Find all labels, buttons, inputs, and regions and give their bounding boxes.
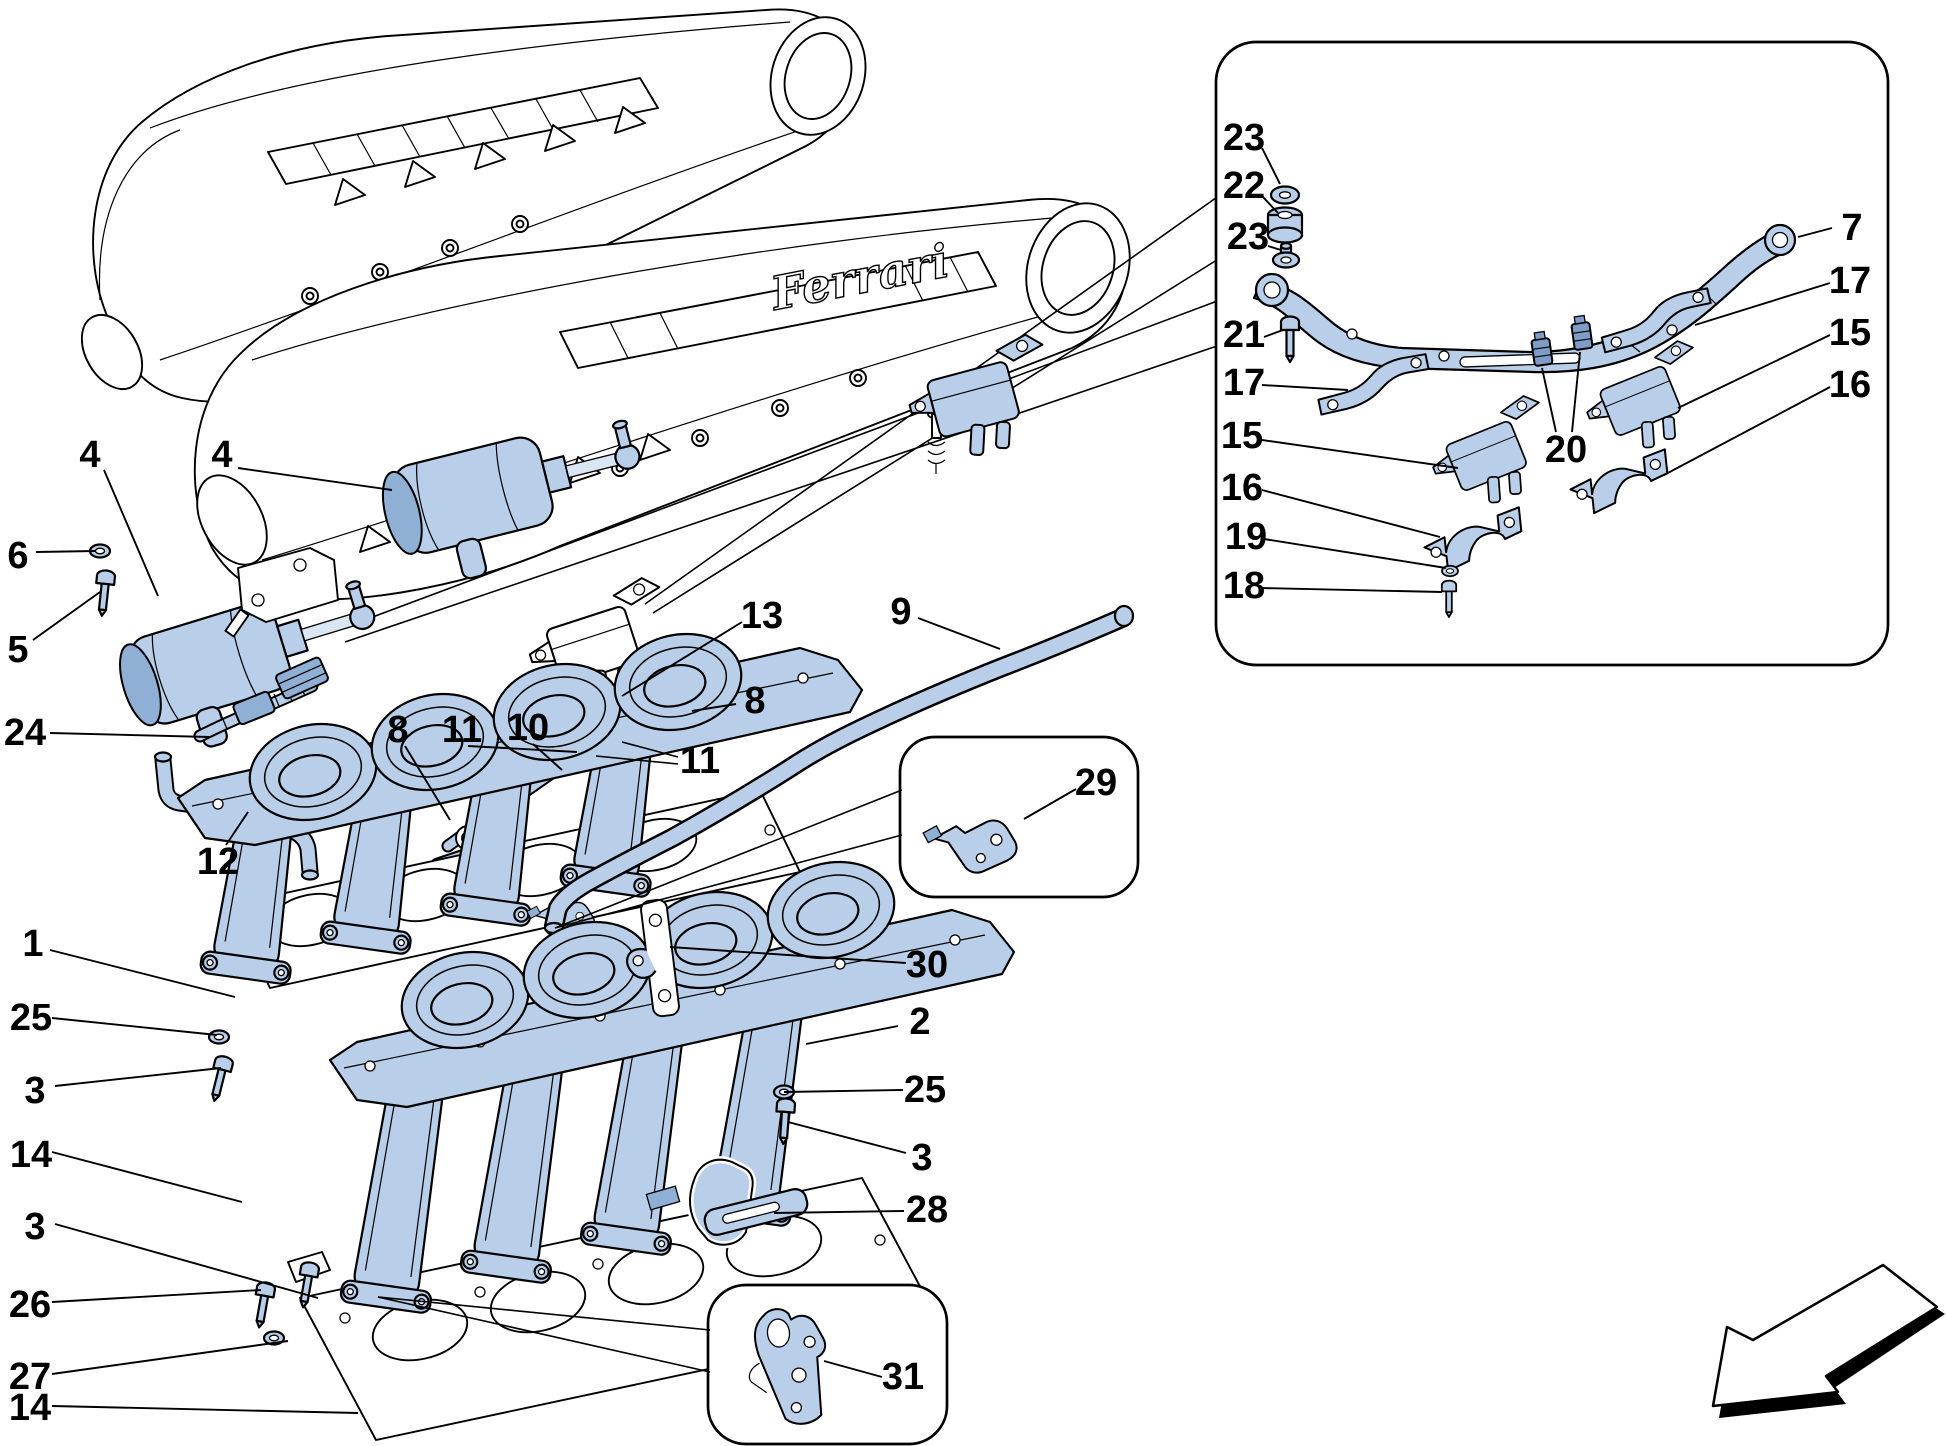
callout-20: 20 (1545, 429, 1587, 471)
part-3-bolt-upper (204, 1053, 236, 1105)
part-26-bolt (249, 1279, 277, 1331)
callout-31: 31 (882, 1356, 924, 1398)
mounting-bracket-white (224, 547, 339, 638)
callout-2: 2 (909, 1001, 930, 1043)
callout-29: 29 (1075, 762, 1117, 804)
part-30-bracket (626, 898, 680, 1018)
callout-8-b: 8 (744, 680, 765, 722)
callout-11-b: 11 (680, 740, 720, 782)
callout-26: 26 (9, 1284, 51, 1326)
callout-3-c: 3 (911, 1137, 932, 1179)
part-22-grommet (1266, 206, 1304, 244)
plenum-cover-left (80, 8, 867, 403)
callout-24: 24 (4, 712, 46, 754)
callout-15-l: 15 (1221, 415, 1263, 457)
callout-9: 9 (890, 591, 911, 633)
callout-13: 13 (741, 595, 783, 637)
part-3-bolt-clamp (287, 1251, 331, 1311)
callout-23-a: 23 (1223, 117, 1265, 159)
callout-10: 10 (507, 707, 549, 749)
callout-28: 28 (906, 1189, 948, 1231)
callout-16-l: 16 (1221, 467, 1263, 509)
part-7-strap-bracket (1252, 223, 1797, 374)
inset-box-29 (898, 735, 1140, 899)
callout-21: 21 (1223, 314, 1265, 356)
callout-14-b: 14 (9, 1387, 51, 1429)
callout-4-b: 4 (211, 434, 232, 476)
callout-6: 6 (7, 535, 28, 577)
direction-arrow-icon (1711, 1263, 1945, 1418)
callout-18: 18 (1223, 565, 1265, 607)
callout-19: 19 (1225, 516, 1267, 558)
inset-box-brackets (1214, 40, 1890, 667)
wedge-callout-lines (377, 741, 903, 1373)
inset-box-31 (706, 1283, 949, 1446)
callout-30: 30 (906, 944, 948, 986)
callout-14-a: 14 (10, 1134, 52, 1176)
callout-5: 5 (7, 629, 28, 671)
callout-25-b: 25 (904, 1069, 946, 1111)
callout-3-a: 3 (24, 1070, 45, 1112)
callout-8-a: 8 (387, 709, 408, 751)
callout-17-l: 17 (1223, 362, 1265, 404)
part-24-harness (193, 656, 329, 743)
callout-17-r: 17 (1829, 260, 1871, 302)
callout-11-a: 11 (442, 709, 482, 751)
part-23-washer-bottom (1271, 242, 1301, 269)
part-5-bolt (91, 568, 117, 618)
part-28-bracket (645, 1156, 809, 1249)
part-14-gasket-lower (299, 1177, 939, 1441)
callout-16-r: 16 (1829, 364, 1871, 406)
callout-1: 1 (22, 923, 43, 965)
callout-23-b: 23 (1227, 216, 1269, 258)
callout-15-r: 15 (1829, 312, 1871, 354)
callout-7: 7 (1841, 207, 1862, 249)
rib-plate (267, 77, 659, 185)
part-23-washer-top (1269, 185, 1301, 205)
callout-3-b: 3 (24, 1206, 45, 1248)
callout-12: 12 (197, 841, 239, 883)
callout-27: 27 (9, 1356, 51, 1398)
leader-lines (32, 147, 1833, 1414)
callout-4-a: 4 (79, 434, 100, 476)
part-9-hose (543, 604, 1135, 936)
part-25-washer-upper (207, 1029, 231, 1045)
callout-22: 22 (1223, 165, 1265, 207)
callout-25-a: 25 (10, 997, 52, 1039)
